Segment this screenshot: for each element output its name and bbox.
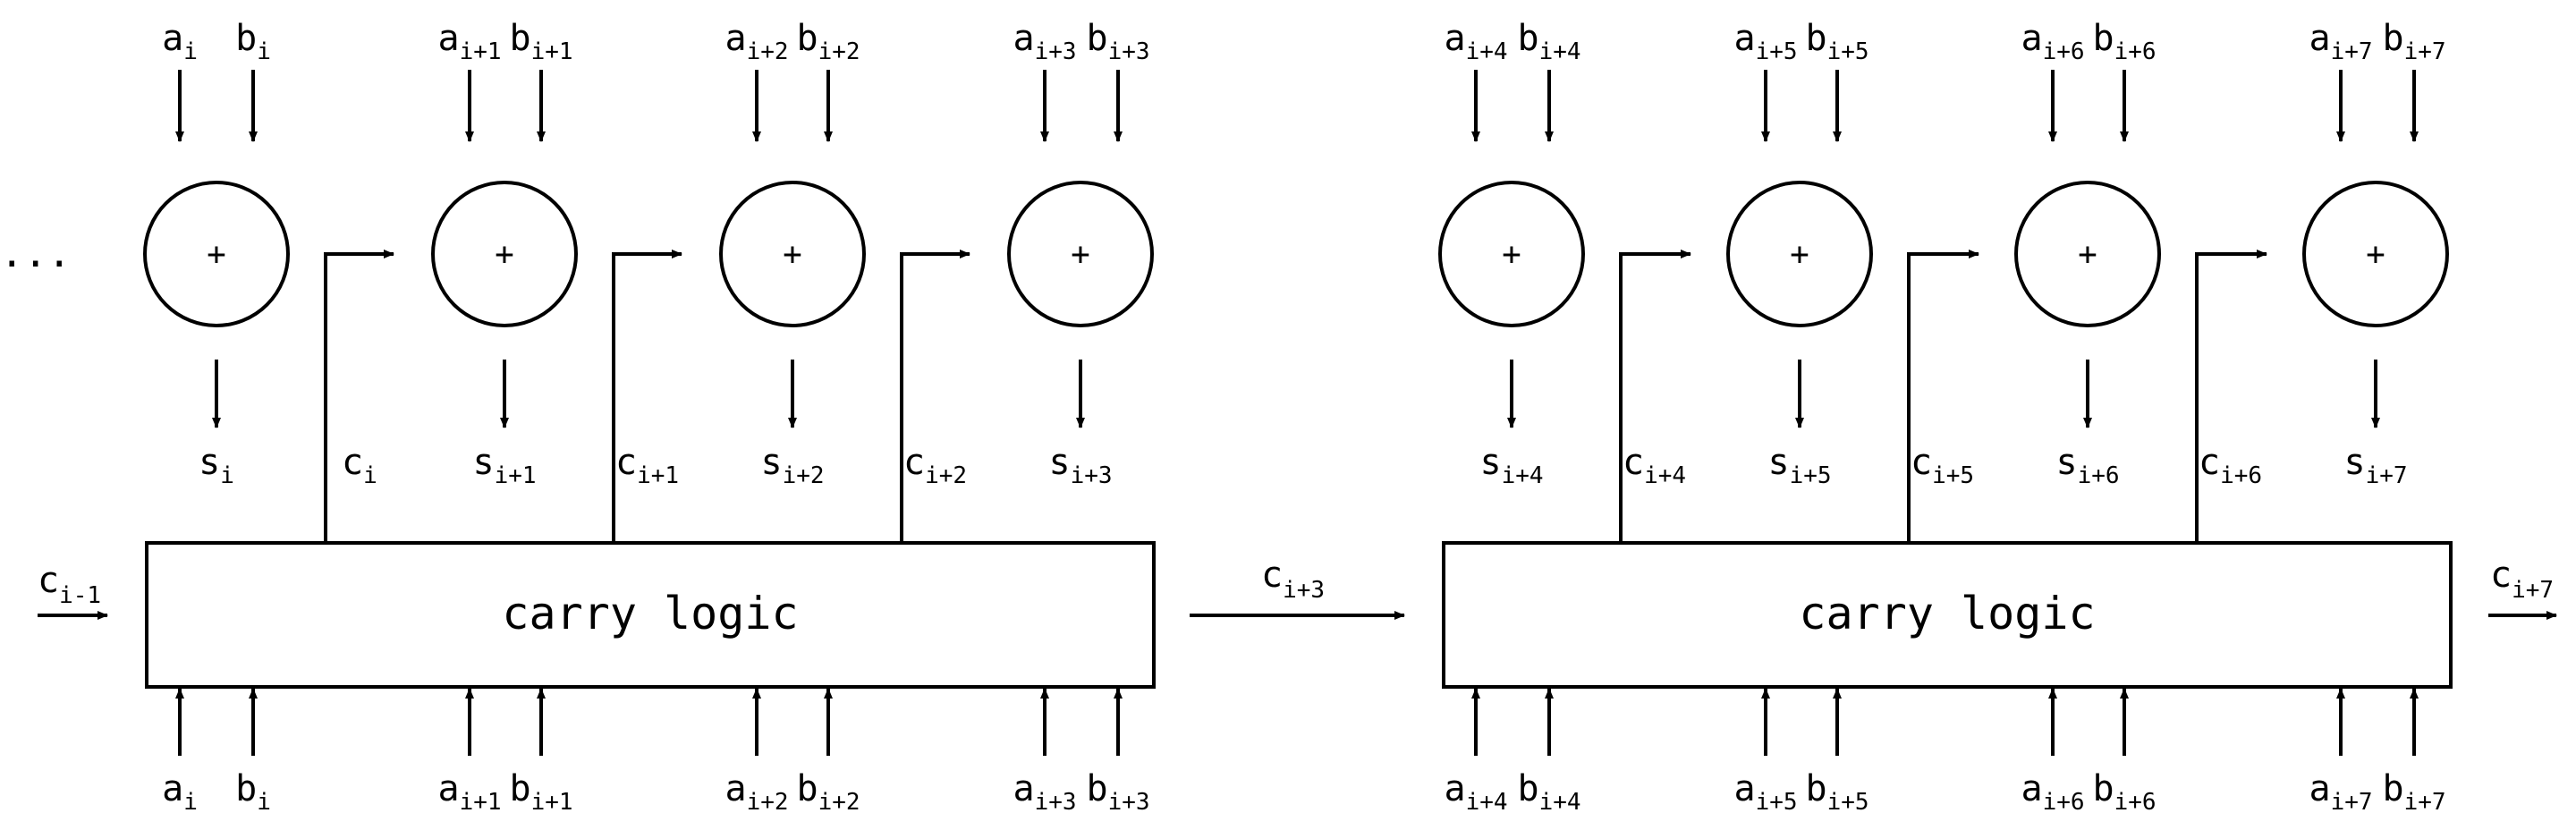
adder-circle: [1007, 181, 1154, 327]
plus-symbol: +: [2078, 236, 2097, 273]
stage-i-plus-7: ai+7 bi+7 + si+7 ai+7 bi+7: [2302, 18, 2449, 816]
carry-out-label: ci+7: [2490, 555, 2554, 604]
stage-i-plus-3: ai+3 bi+3 + si+3 ai+3 bi+3: [1007, 18, 1154, 816]
adder-circle: [2014, 181, 2161, 327]
top-a-label: ai+1: [437, 18, 501, 65]
ellipsis: ...: [0, 231, 71, 276]
top-a-label: ai: [162, 18, 198, 65]
carry-path-c-i-plus-2: [900, 250, 970, 541]
bottom-b-label: bi+5: [1805, 768, 1868, 816]
plus-symbol: +: [1502, 236, 1521, 273]
adder-circle: [2302, 181, 2449, 327]
stage-i-plus-2: ai+2 bi+2 + si+2 ai+2 bi+2: [719, 18, 866, 816]
carry-path-c-i-plus-4: [1619, 250, 1691, 541]
top-a-label: ai+6: [2021, 18, 2084, 65]
top-b-label: bi+6: [2092, 18, 2156, 65]
top-a-label: ai+4: [1444, 18, 1507, 65]
bottom-b-label: bi+3: [1086, 768, 1149, 816]
bottom-a-label: ai+2: [724, 768, 788, 816]
top-a-label: ai+2: [724, 18, 788, 65]
adder-circle: [431, 181, 578, 327]
adder-circle: [719, 181, 866, 327]
sum-label: si+4: [1479, 442, 1543, 489]
bottom-b-label: bi+2: [796, 768, 860, 816]
sum-label: si+5: [1767, 442, 1831, 489]
top-b-label: bi+1: [509, 18, 572, 65]
carry-path-c-i-plus-1: [612, 250, 682, 541]
plus-symbol: +: [1790, 236, 1809, 273]
carry-path-c-i-plus-5: [1907, 250, 1979, 541]
sum-label: si: [199, 442, 234, 489]
bottom-a-label: ai+5: [1733, 768, 1797, 816]
carry-label-c-i-plus-5: ci+5: [1911, 442, 1974, 489]
carry-label-c-i-plus-6: ci+6: [2199, 442, 2262, 489]
bottom-b-label: bi+7: [2382, 768, 2445, 816]
adder-circle: [143, 181, 290, 327]
carry-label-c-i: ci: [342, 442, 377, 489]
plus-symbol: +: [783, 236, 802, 273]
top-b-label: bi+5: [1805, 18, 1868, 65]
plus-symbol: +: [2366, 236, 2385, 273]
plus-symbol: +: [495, 236, 514, 273]
carry-logic-label-1: carry logic: [502, 588, 798, 639]
adder-circle: [1726, 181, 1873, 327]
bottom-b-label: bi+4: [1517, 768, 1580, 816]
carry-path-c-i: [324, 250, 394, 541]
top-a-label: ai+3: [1013, 18, 1076, 65]
top-b-label: bi+4: [1517, 18, 1580, 65]
carry-logic-box-1: [145, 541, 1156, 689]
stage-i: ai bi + si ai bi: [143, 18, 290, 816]
bottom-b-label: bi: [235, 768, 271, 816]
bottom-a-label: ai+6: [2021, 768, 2084, 816]
stage-i-plus-5: ai+5 bi+5 + si+5 ai+5 bi+5: [1726, 18, 1873, 816]
stage-i-plus-6: ai+6 bi+6 + si+6 ai+6 bi+6: [2014, 18, 2161, 816]
stage-i-plus-4: ai+4 bi+4 + si+4 ai+4 bi+4: [1438, 18, 1585, 816]
sum-label: si+7: [2343, 442, 2407, 489]
plus-symbol: +: [1071, 236, 1090, 273]
bottom-b-label: bi+1: [509, 768, 572, 816]
carry-label-c-i-plus-4: ci+4: [1623, 442, 1686, 489]
carry-logic-box-2: [1442, 541, 2453, 689]
top-b-label: bi+7: [2382, 18, 2445, 65]
adder-circle: [1438, 181, 1585, 327]
bottom-a-label: ai+4: [1444, 768, 1507, 816]
bottom-a-label: ai+3: [1013, 768, 1076, 816]
plus-symbol: +: [207, 236, 226, 273]
sum-label: si+2: [760, 442, 824, 489]
carry-label-c-i-plus-1: ci+1: [615, 442, 679, 489]
carry-in-label: ci-1: [38, 560, 101, 609]
bottom-b-label: bi+6: [2092, 768, 2156, 816]
bottom-a-label: ai: [162, 768, 198, 816]
sum-label: si+1: [472, 442, 536, 489]
top-b-label: bi+2: [796, 18, 860, 65]
top-a-label: ai+7: [2309, 18, 2372, 65]
top-b-label: bi+3: [1086, 18, 1149, 65]
carry-between-blocks-label: ci+3: [1261, 555, 1325, 604]
carry-path-c-i-plus-6: [2195, 250, 2267, 541]
sum-label: si+6: [2055, 442, 2119, 489]
top-a-label: ai+5: [1733, 18, 1797, 65]
top-b-label: bi: [235, 18, 271, 65]
stage-i-plus-1: ai+1 bi+1 + si+1 ai+1 bi+1: [431, 18, 578, 816]
carry-label-c-i-plus-2: ci+2: [903, 442, 967, 489]
sum-label: si+3: [1048, 442, 1112, 489]
carry-logic-label-2: carry logic: [1799, 588, 2095, 639]
bottom-a-label: ai+7: [2309, 768, 2372, 816]
bottom-a-label: ai+1: [437, 768, 501, 816]
